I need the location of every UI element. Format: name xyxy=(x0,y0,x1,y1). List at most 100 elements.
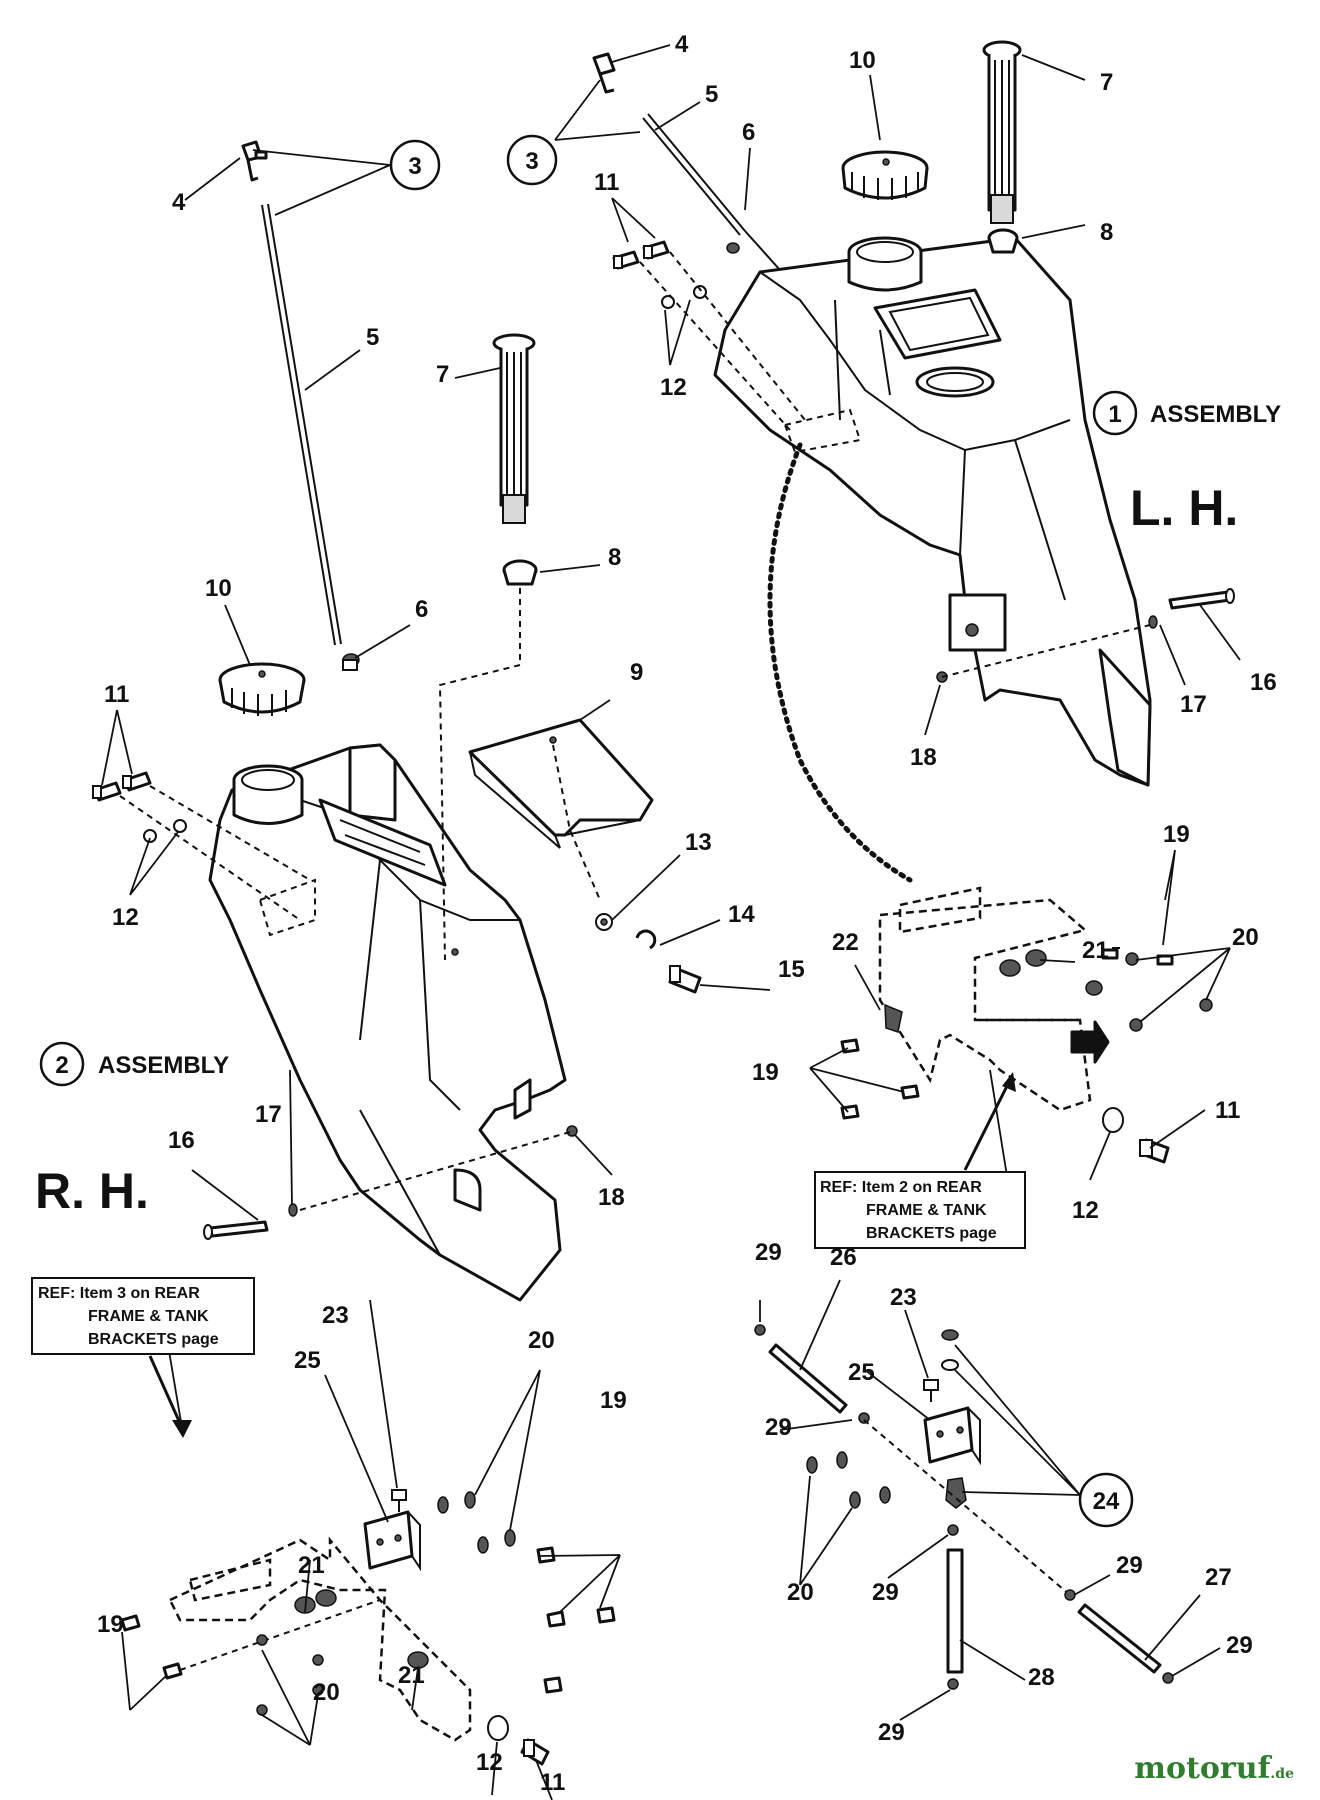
ref-arrowhead-left xyxy=(172,1420,192,1438)
label-11-lh-lower: 11 xyxy=(1215,1097,1240,1124)
label-29-b: 29 xyxy=(765,1414,792,1441)
label-28: 28 xyxy=(1028,1664,1055,1691)
label-14: 14 xyxy=(728,901,755,928)
label-29-e: 29 xyxy=(1226,1632,1253,1659)
svg-text:3: 3 xyxy=(408,153,421,180)
lh-fuel-cap xyxy=(841,150,929,200)
label-23-rh: 23 xyxy=(322,1302,349,1329)
label-15: 15 xyxy=(778,956,805,983)
label-21-rh-lower: 21 xyxy=(398,1662,425,1689)
label-16-rh: 16 xyxy=(168,1127,195,1154)
callout-3-lh: 3 xyxy=(506,134,558,186)
label-9: 9 xyxy=(630,659,643,686)
label-8-rh: 8 xyxy=(608,544,621,571)
label-11-lh: 11 xyxy=(594,169,619,196)
label-5-rh: 5 xyxy=(366,324,379,351)
side-label-lh: L. H. xyxy=(1130,480,1238,536)
label-6-lh: 6 xyxy=(742,119,755,146)
lh-fuel-line xyxy=(592,52,781,271)
label-22: 22 xyxy=(832,929,859,956)
label-11-rh: 11 xyxy=(104,681,129,708)
svg-text:2: 2 xyxy=(55,1052,68,1079)
label-12-rh: 12 xyxy=(112,904,139,931)
label-7-rh: 7 xyxy=(436,361,449,388)
rh-hardware-upper xyxy=(92,771,311,921)
label-23-lh: 23 xyxy=(890,1284,917,1311)
svg-text:FRAME & TANK: FRAME & TANK xyxy=(88,1308,209,1325)
label-17-lh: 17 xyxy=(1180,691,1207,718)
label-12-lh-lower: 12 xyxy=(1072,1197,1099,1224)
rh-hardware-rear xyxy=(203,1125,578,1240)
label-17-rh: 17 xyxy=(255,1101,282,1128)
label-19-rh-upper: 19 xyxy=(600,1387,627,1414)
svg-text:ASSEMBLY: ASSEMBLY xyxy=(1150,401,1281,428)
label-29-a: 29 xyxy=(755,1239,782,1266)
label-19-rh-lower: 19 xyxy=(97,1611,124,1638)
callout-3-rh: 3 xyxy=(389,139,441,191)
label-4-rh: 4 xyxy=(172,189,186,216)
lh-lower-assembly xyxy=(754,1324,1174,1690)
label-10-rh: 10 xyxy=(205,575,232,602)
center-plate-hardware xyxy=(468,718,702,994)
svg-text:24: 24 xyxy=(1093,1488,1120,1515)
label-20-rh-upper: 20 xyxy=(528,1327,555,1354)
label-21-lh: 21 xyxy=(1082,937,1109,964)
label-16-lh: 16 xyxy=(1250,669,1277,696)
leader-lines xyxy=(101,44,1241,1800)
label-18-rh: 18 xyxy=(598,1184,625,1211)
svg-text:REF: Item 3 on REAR: REF: Item 3 on REAR xyxy=(38,1285,200,1302)
ref-arrow-left xyxy=(148,1355,185,1431)
rh-fuel-line xyxy=(241,140,360,671)
label-5-lh: 5 xyxy=(705,81,718,108)
label-12-lh: 12 xyxy=(660,374,687,401)
lh-fuel-gauge-tube xyxy=(982,40,1022,254)
label-29-f: 29 xyxy=(878,1719,905,1746)
svg-text:BRACKETS page: BRACKETS page xyxy=(88,1331,219,1348)
watermark-logo: motoruf.de xyxy=(1134,1751,1294,1786)
ref-arrow-right xyxy=(963,1079,1012,1171)
label-29-d: 29 xyxy=(1116,1552,1143,1579)
label-25-lh: 25 xyxy=(848,1359,875,1386)
label-8-lh: 8 xyxy=(1100,219,1113,246)
label-6-rh: 6 xyxy=(415,596,428,623)
svg-text:REF: Item 2 on REAR: REF: Item 2 on REAR xyxy=(820,1179,982,1196)
assembly-1-label: 1 ASSEMBLY xyxy=(1092,390,1281,436)
label-4-lh: 4 xyxy=(675,31,689,58)
callout-24: 24 xyxy=(1078,1472,1134,1528)
label-25-rh: 25 xyxy=(294,1347,321,1374)
label-7-lh: 7 xyxy=(1100,69,1113,96)
svg-text:FRAME & TANK: FRAME & TANK xyxy=(866,1202,987,1219)
label-21-rh-upper: 21 xyxy=(298,1552,325,1579)
ref-box-right: REF: Item 2 on REAR FRAME & TANK BRACKET… xyxy=(814,1171,1026,1249)
lh-hardware-rear xyxy=(936,588,1235,683)
ref-box-left: REF: Item 3 on REAR FRAME & TANK BRACKET… xyxy=(31,1277,255,1355)
side-label-rh: R. H. xyxy=(35,1163,149,1219)
label-11-rh-lower: 11 xyxy=(540,1769,565,1796)
ref-arrowhead-right xyxy=(1002,1072,1016,1092)
lh-fuel-tank xyxy=(713,236,1152,787)
lh-mount-path xyxy=(767,442,913,883)
label-10-lh: 10 xyxy=(849,47,876,74)
svg-text:1: 1 xyxy=(1108,401,1121,428)
label-20-lh: 20 xyxy=(1232,924,1259,951)
lh-front-bracket xyxy=(878,886,1092,1112)
label-20-rh-lower: 20 xyxy=(313,1679,340,1706)
label-12-rh-lower: 12 xyxy=(476,1749,503,1776)
svg-text:3: 3 xyxy=(525,148,538,175)
label-29-c: 29 xyxy=(872,1579,899,1606)
svg-text:ASSEMBLY: ASSEMBLY xyxy=(98,1052,229,1079)
rh-lower-hardware xyxy=(120,1489,616,1766)
svg-text:BRACKETS page: BRACKETS page xyxy=(866,1225,997,1242)
label-13: 13 xyxy=(685,829,712,856)
rh-fuel-tank xyxy=(208,743,567,1302)
assembly-2-label: 2 ASSEMBLY xyxy=(39,1041,229,1087)
label-19-lh-upper: 19 xyxy=(1163,821,1190,848)
rh-lower-bracket xyxy=(168,1536,472,1742)
lh-hardware-upper xyxy=(612,240,806,431)
label-19-lh-lower: 19 xyxy=(752,1059,779,1086)
label-27: 27 xyxy=(1205,1564,1232,1591)
lh-bracket-hardware xyxy=(840,947,1213,1164)
rh-fuel-cap xyxy=(218,662,306,716)
